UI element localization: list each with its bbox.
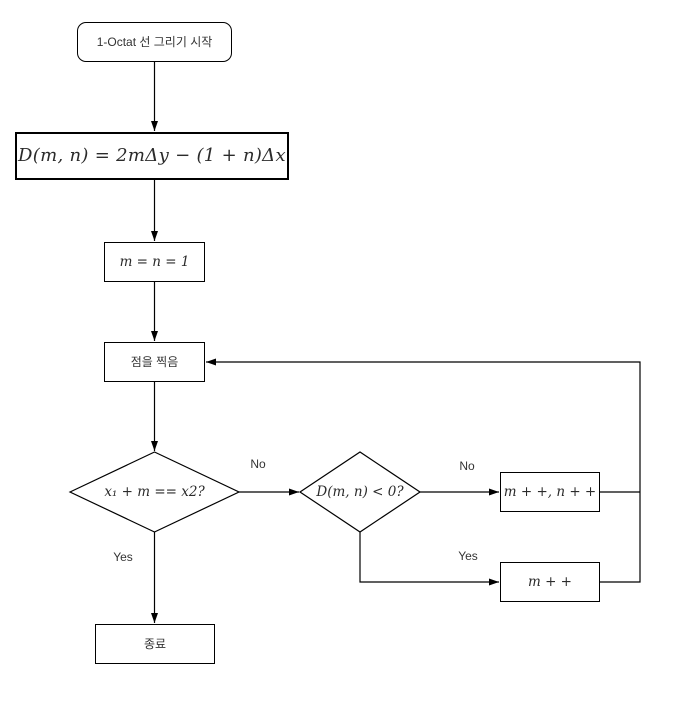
edge-label-decision-x-yes: Yes — [111, 550, 135, 564]
node-increment-m: m + + — [500, 562, 600, 602]
node-plot-label: 점을 찍음 — [130, 354, 179, 369]
edge-label-decision-d-no: No — [457, 459, 477, 473]
node-decision-d-label: D(m, n) < 0? — [316, 484, 404, 500]
node-start: 1-Octat 선 그리기 시작 — [77, 22, 232, 62]
edge-label-decision-d-yes: Yes — [456, 549, 480, 563]
arrow-loop-to-plot — [206, 358, 641, 583]
node-end: 종료 — [95, 624, 215, 664]
edge-label-decision-x-no: No — [248, 457, 268, 471]
node-increment-mn-label: m + +, n + + — [503, 483, 597, 500]
node-init: m = n = 1 — [104, 242, 205, 282]
node-increment-mn: m + +, n + + — [500, 472, 600, 512]
node-formula-label: D(m, n) = 2mΔy − (1 + n)Δx — [18, 145, 286, 167]
node-init-label: m = n = 1 — [119, 253, 190, 270]
arrow-decision-d-yes-to-increment-m — [359, 532, 499, 586]
node-formula: D(m, n) = 2mΔy − (1 + n)Δx — [15, 132, 289, 180]
node-increment-m-label: m + + — [527, 573, 572, 590]
node-plot: 점을 찍음 — [104, 342, 205, 382]
node-decision-x-label: x₁ + m == x2? — [104, 484, 205, 500]
node-end-label: 종료 — [143, 636, 167, 651]
node-start-label: 1-Octat 선 그리기 시작 — [96, 34, 213, 49]
